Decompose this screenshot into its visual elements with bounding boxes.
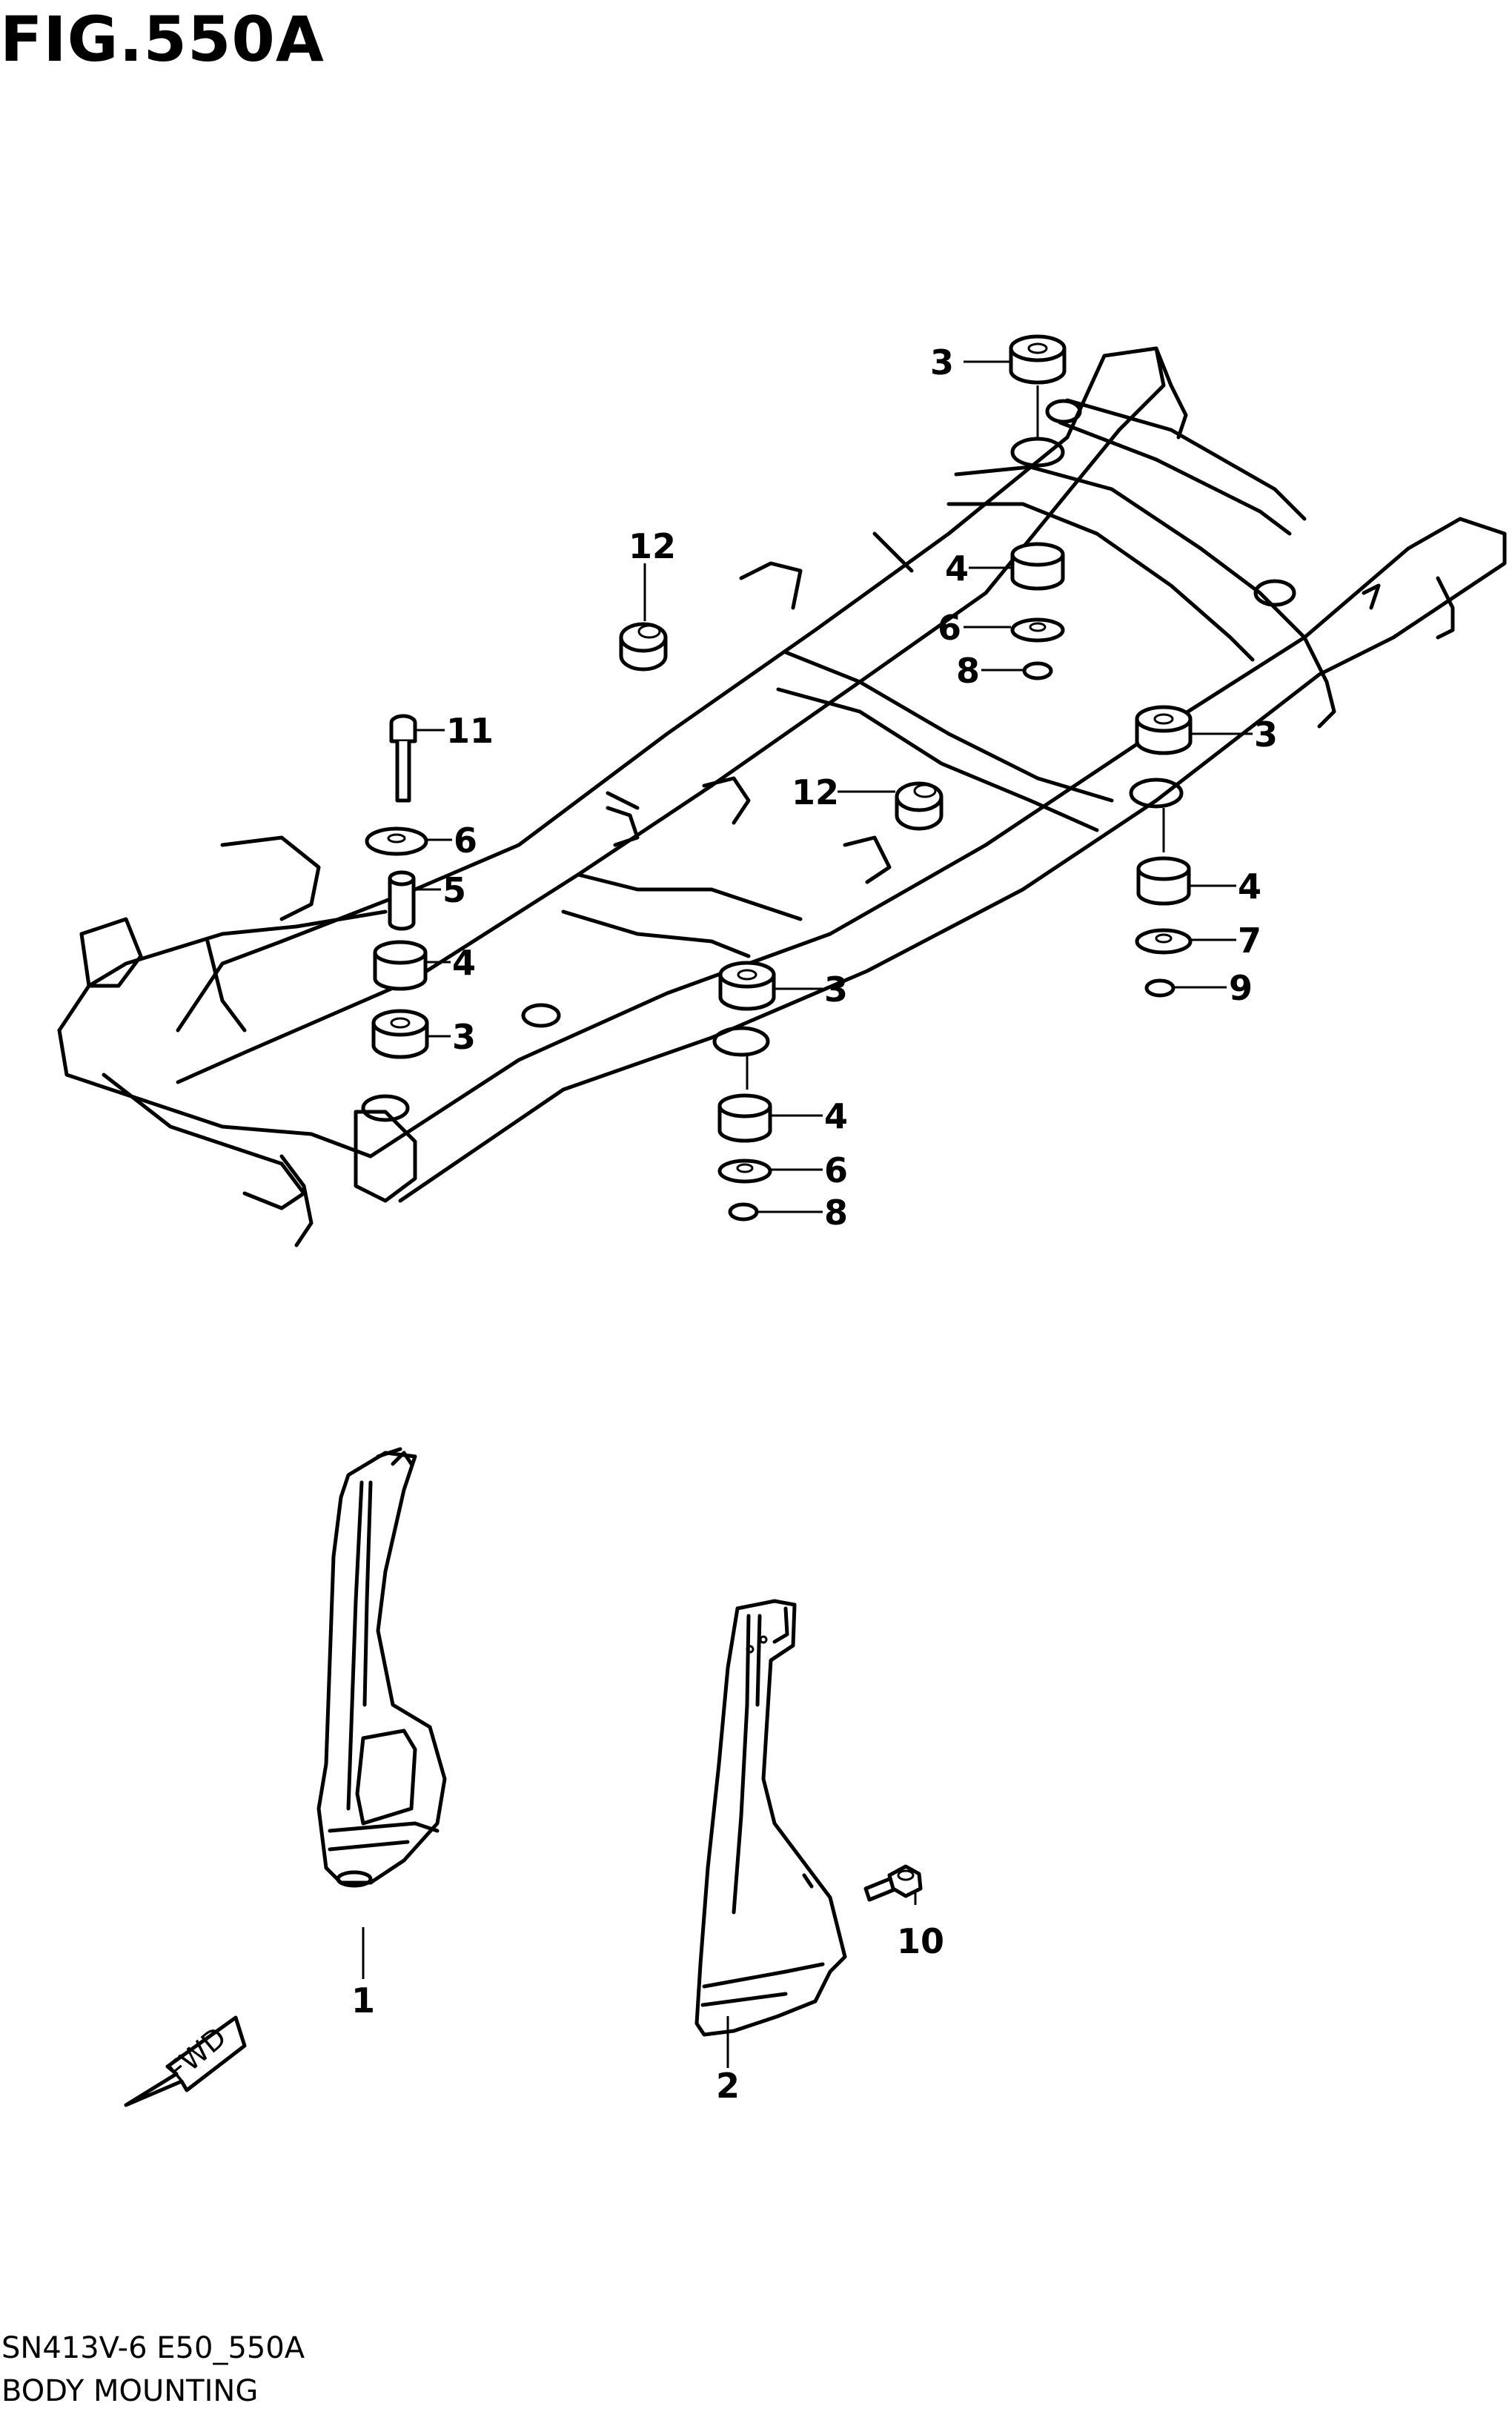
upper-cushion-3d xyxy=(371,1009,429,1059)
lower-cushion-4d xyxy=(373,940,428,991)
callout-7: 7 xyxy=(1238,921,1261,961)
leader-lines xyxy=(362,360,1253,2068)
callout-numbers: 3 4 6 8 3 4 7 9 3 4 6 8 11 6 5 4 3 12 12… xyxy=(351,342,1278,2106)
figure-title: FIG.550A xyxy=(0,3,325,76)
callout-10: 10 xyxy=(897,1921,944,1961)
bracket-2 xyxy=(694,1599,847,2037)
nut-8a xyxy=(1022,661,1053,680)
washer-6b xyxy=(717,1159,772,1184)
callout-11: 11 xyxy=(446,711,494,751)
plug-12a xyxy=(619,622,668,672)
nut-9 xyxy=(1144,978,1176,998)
callout-5: 5 xyxy=(442,870,466,910)
upper-cushion-3c xyxy=(718,961,776,1011)
diagram-name: BODY MOUNTING xyxy=(1,2374,259,2408)
diagram-code: SN413V-6 E50_550A xyxy=(1,2331,305,2365)
center-right-mount-stack xyxy=(717,961,776,1222)
callout-3: 3 xyxy=(1254,715,1278,755)
upper-cushion-3a xyxy=(1009,334,1067,385)
rear-right-mount-stack xyxy=(1135,705,1193,998)
callout-3: 3 xyxy=(452,1017,476,1057)
callout-4: 4 xyxy=(452,943,476,983)
bolt-11 xyxy=(389,714,417,803)
callout-4: 4 xyxy=(945,548,969,589)
upper-cushion-3b xyxy=(1135,705,1193,755)
callout-4: 4 xyxy=(824,1096,848,1136)
chassis-frame xyxy=(57,346,1507,1247)
callout-3: 3 xyxy=(824,970,848,1010)
lower-cushion-4b xyxy=(1136,856,1191,906)
callout-6: 6 xyxy=(454,821,477,861)
callout-6: 6 xyxy=(824,1150,848,1190)
callout-2: 2 xyxy=(716,2066,740,2106)
callout-4: 4 xyxy=(1238,866,1261,907)
front-left-mount-stack xyxy=(365,714,429,1059)
callout-12: 12 xyxy=(629,526,676,566)
washer-7 xyxy=(1135,928,1193,955)
callout-12: 12 xyxy=(792,772,839,812)
callout-1: 1 xyxy=(351,1981,375,2021)
lower-cushion-4a xyxy=(1010,542,1065,591)
callout-9: 9 xyxy=(1229,968,1253,1008)
rear-left-mount-stack xyxy=(1009,334,1067,680)
washer-6c xyxy=(365,826,428,856)
lower-cushion-4c xyxy=(717,1093,772,1143)
callout-3: 3 xyxy=(930,342,954,382)
fwd-arrow: FWD xyxy=(124,2015,247,2107)
callout-6: 6 xyxy=(938,608,961,648)
callout-8: 8 xyxy=(956,651,980,691)
plug-12b xyxy=(895,781,944,831)
washer-6a xyxy=(1010,617,1065,643)
bolt-10 xyxy=(863,1864,923,1902)
bracket-1 xyxy=(316,1447,447,1888)
callout-8: 8 xyxy=(824,1193,848,1233)
nut-8b xyxy=(728,1202,759,1222)
spacer-5 xyxy=(388,870,416,931)
